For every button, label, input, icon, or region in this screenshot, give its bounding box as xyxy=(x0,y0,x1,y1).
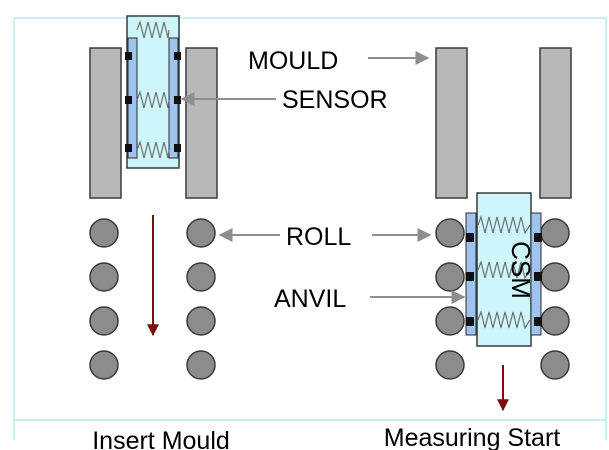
rolls-left xyxy=(89,218,216,380)
roll xyxy=(435,350,465,380)
roll xyxy=(186,306,216,336)
roll xyxy=(435,218,465,248)
roll xyxy=(186,350,216,380)
roll xyxy=(89,350,119,380)
sensor-body xyxy=(476,192,532,347)
roll xyxy=(540,306,570,336)
roll xyxy=(435,306,465,336)
mould-plate-left-a xyxy=(89,47,122,199)
anvil-label: ANVIL xyxy=(274,285,346,313)
mould-plate-right-b xyxy=(539,47,572,199)
insert-mould-caption: Insert Mould xyxy=(92,427,230,450)
measuring-start-caption: Measuring Start xyxy=(384,424,561,450)
csm-label: CSM xyxy=(506,241,536,299)
contact-pins xyxy=(466,233,542,326)
mould-plate-right-a xyxy=(435,47,468,199)
spring xyxy=(136,19,170,159)
sensor-right: CSM xyxy=(465,192,542,347)
roll-label: ROLL xyxy=(286,223,351,251)
spring xyxy=(477,214,531,330)
roll xyxy=(89,262,119,292)
rolls-right xyxy=(435,218,570,380)
roll xyxy=(435,262,465,292)
mould-label: MOULD xyxy=(248,47,338,75)
sensor-label: SENSOR xyxy=(282,86,388,114)
roll xyxy=(540,350,570,380)
roll xyxy=(89,306,119,336)
roll xyxy=(540,262,570,292)
roll xyxy=(89,218,119,248)
roll xyxy=(540,218,570,248)
mould-plate-left-b xyxy=(185,47,218,199)
roll xyxy=(186,262,216,292)
roll xyxy=(186,218,216,248)
frame-border xyxy=(13,17,607,440)
caption-background xyxy=(15,421,605,450)
sensor-left xyxy=(125,15,181,169)
contact-pins xyxy=(125,52,181,152)
